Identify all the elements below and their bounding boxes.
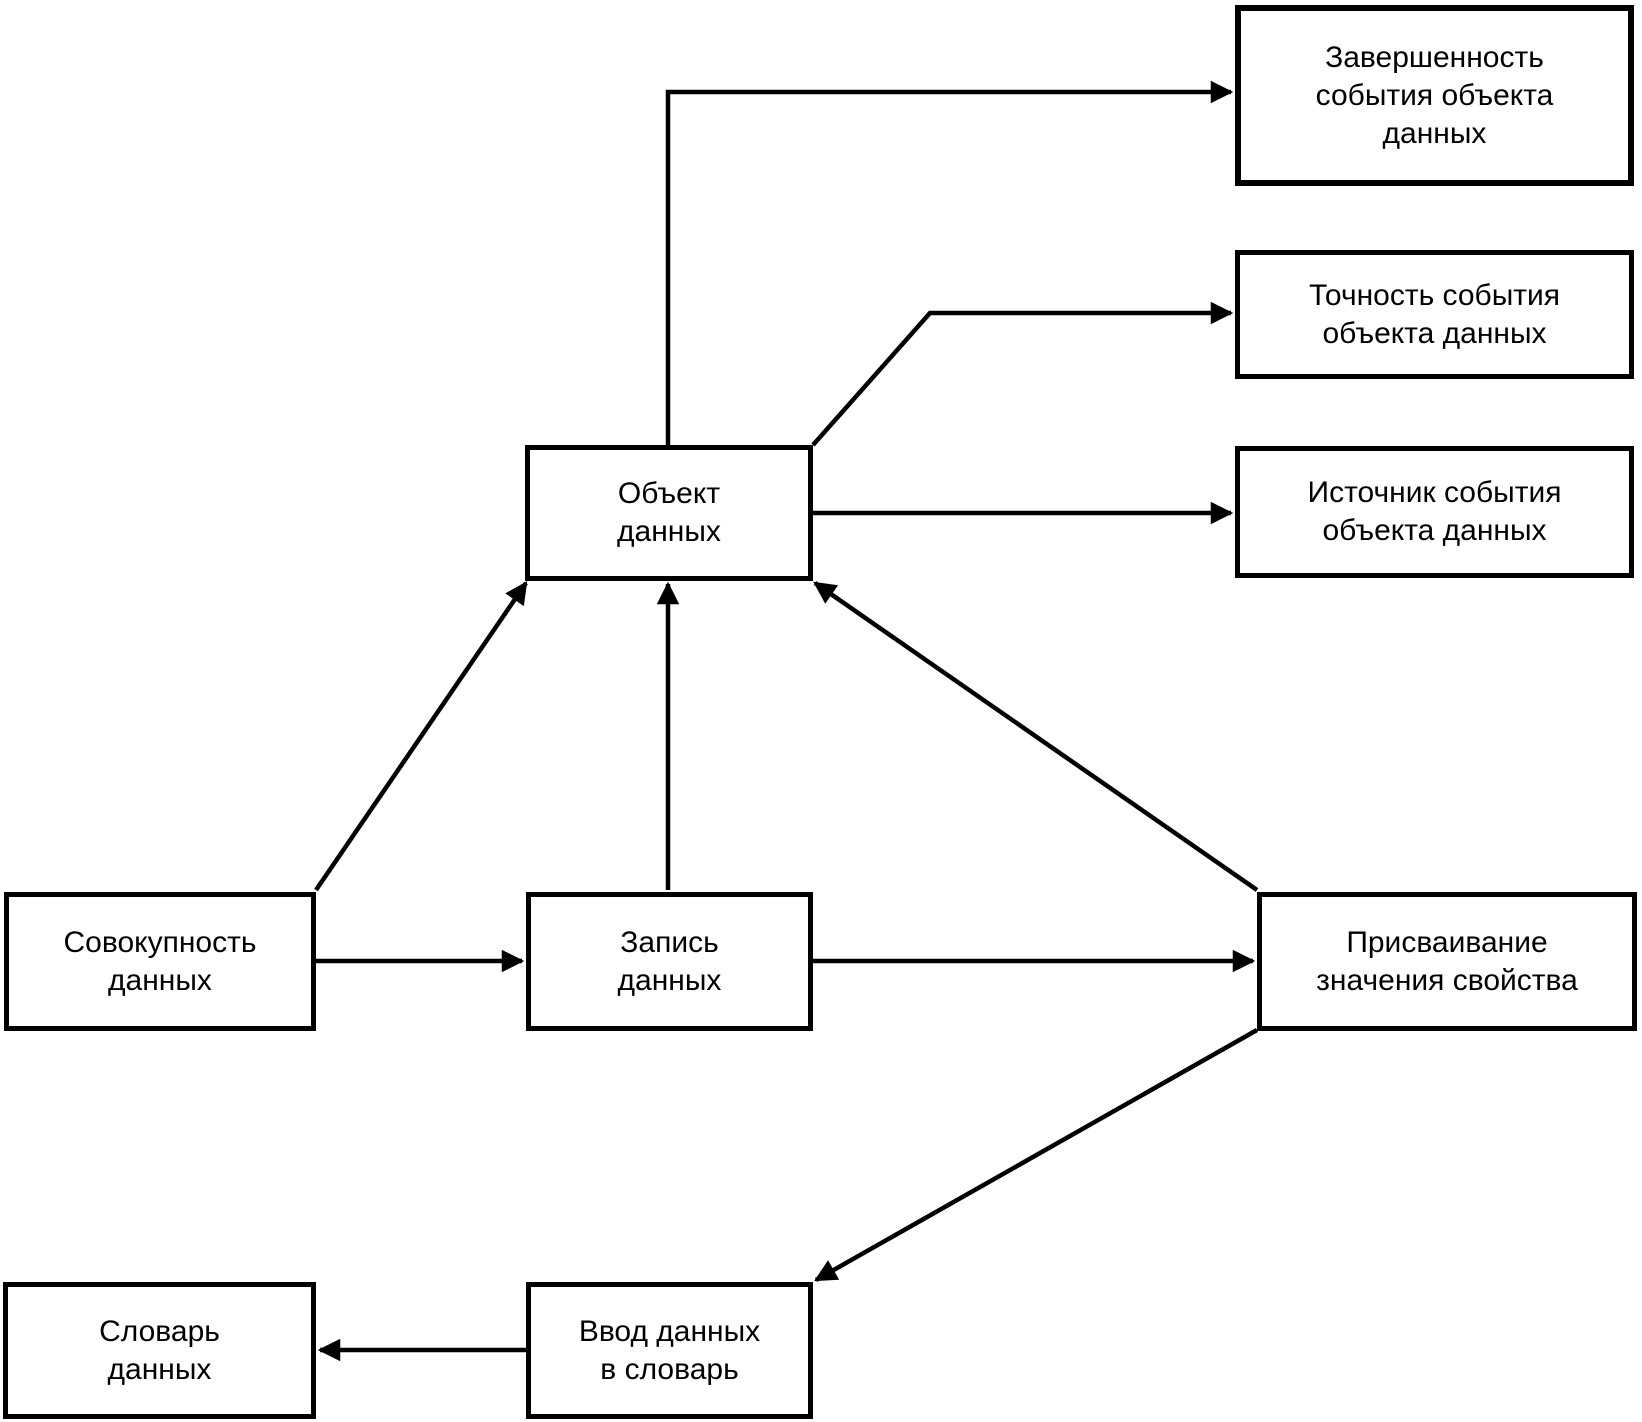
node-data-object: Объект данных — [525, 445, 813, 581]
node-label: Объект данных — [617, 477, 721, 548]
arrow-assignment-to-object — [813, 581, 1259, 892]
node-label: Словарь данных — [99, 1314, 220, 1386]
node-label: Ввод данных в словарь — [578, 1314, 761, 1386]
node-dictionary-input: Ввод данных в словарь — [526, 1282, 813, 1419]
node-data-dictionary: Словарь данных — [3, 1282, 316, 1419]
node-data-record: Запись данных — [526, 892, 813, 1031]
arrow-object-to-accuracy — [811, 301, 1234, 447]
node-label: Запись данных — [617, 925, 722, 997]
node-event-accuracy: Точность события объекта данных — [1235, 250, 1634, 379]
node-label: Точность события объекта данных — [1308, 278, 1561, 350]
node-label: Источник события объекта данных — [1307, 476, 1562, 547]
node-label: Совокупность данных — [63, 925, 257, 997]
node-property-assignment: Присваивание значения свойства — [1257, 892, 1637, 1031]
node-data-collection: Совокупность данных — [4, 892, 316, 1031]
arrow-collection-to-object — [314, 581, 528, 892]
arrow-assignment-to-dictionary-input — [814, 1028, 1259, 1282]
node-event-source: Источник события объекта данных — [1235, 446, 1634, 578]
node-label: Завершенность события объекта данных — [1315, 40, 1554, 150]
node-label: Присваивание значения свойства — [1316, 925, 1578, 997]
arrow-object-to-completeness — [665, 80, 1234, 445]
node-event-completeness: Завершенность события объекта данных — [1235, 5, 1634, 186]
